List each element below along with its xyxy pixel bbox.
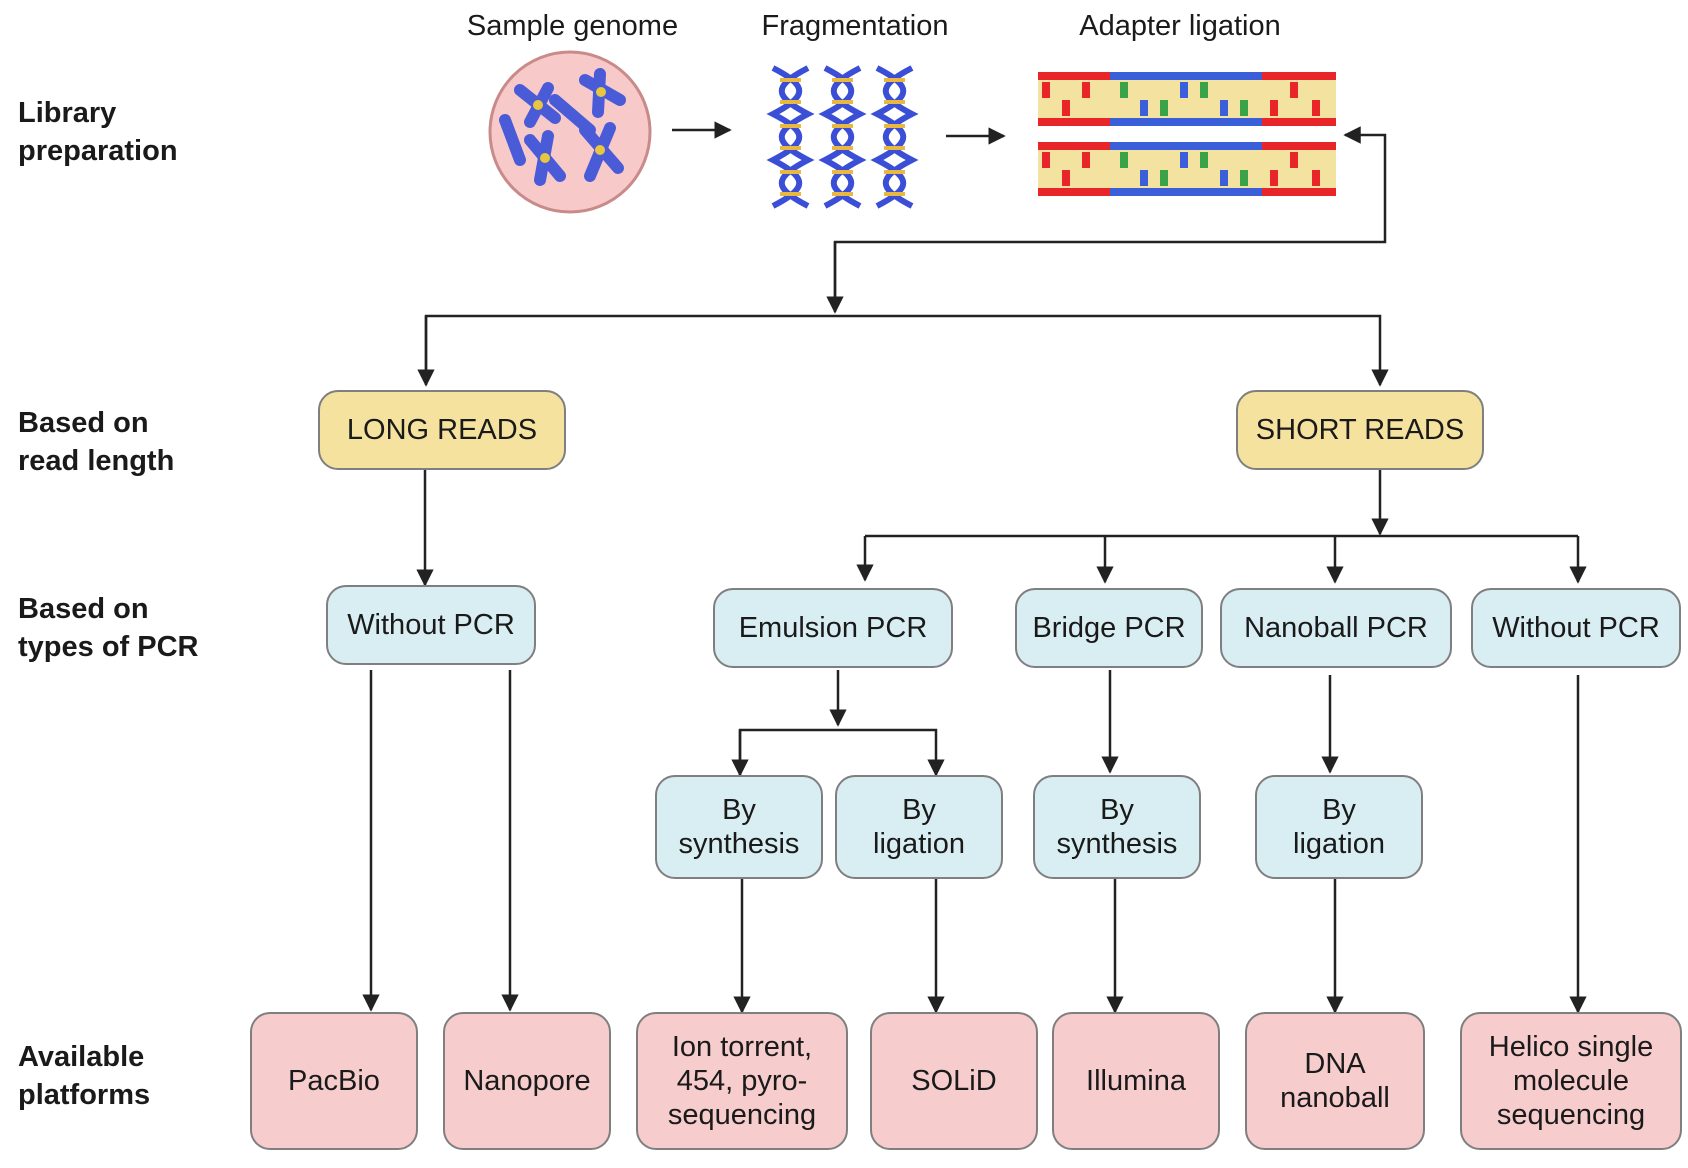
node-bridge-by-synthesis: By synthesis — [1033, 775, 1201, 879]
step-label-fragmentation: Fragmentation — [761, 10, 949, 42]
node-emulsion-by-ligation: By ligation — [835, 775, 1003, 879]
adapter-ligation-icon — [1038, 72, 1336, 196]
row-label-platforms: Available platforms — [18, 1041, 151, 1111]
node-short-without-pcr: Without PCR — [1471, 588, 1681, 668]
cell-nucleus-icon — [488, 50, 652, 214]
row-label-library-preparation: Library preparation — [18, 97, 178, 167]
node-emulsion-by-synthesis: By synthesis — [655, 775, 823, 879]
dna-fragment-icons — [766, 65, 919, 209]
platform-dna-nanoball: DNA nanoball — [1245, 1012, 1425, 1150]
platform-solid: SOLiD — [870, 1012, 1038, 1150]
platform-nanopore: Nanopore — [443, 1012, 611, 1150]
node-bridge-pcr: Bridge PCR — [1015, 588, 1203, 668]
row-label-read-length: Based on read length — [18, 407, 175, 477]
connector-lines — [362, 121, 1587, 1014]
platform-helico: Helico single molecule sequencing — [1460, 1012, 1682, 1150]
node-nanoball-by-ligation: By ligation — [1255, 775, 1423, 879]
platform-pacbio: PacBio — [250, 1012, 418, 1150]
row-label-pcr-types: Based on types of PCR — [18, 593, 199, 663]
node-long-without-pcr: Without PCR — [326, 585, 536, 665]
platform-ion-torrent: Ion torrent, 454, pyro- sequencing — [636, 1012, 848, 1150]
node-short-reads: SHORT READS — [1236, 390, 1484, 470]
node-long-reads: LONG READS — [318, 390, 566, 470]
platform-illumina: Illumina — [1052, 1012, 1220, 1150]
step-label-adapter-ligation: Adapter ligation — [1079, 10, 1281, 42]
node-nanoball-pcr: Nanoball PCR — [1220, 588, 1452, 668]
step-label-sample-genome: Sample genome — [466, 10, 679, 42]
node-emulsion-pcr: Emulsion PCR — [713, 588, 953, 668]
